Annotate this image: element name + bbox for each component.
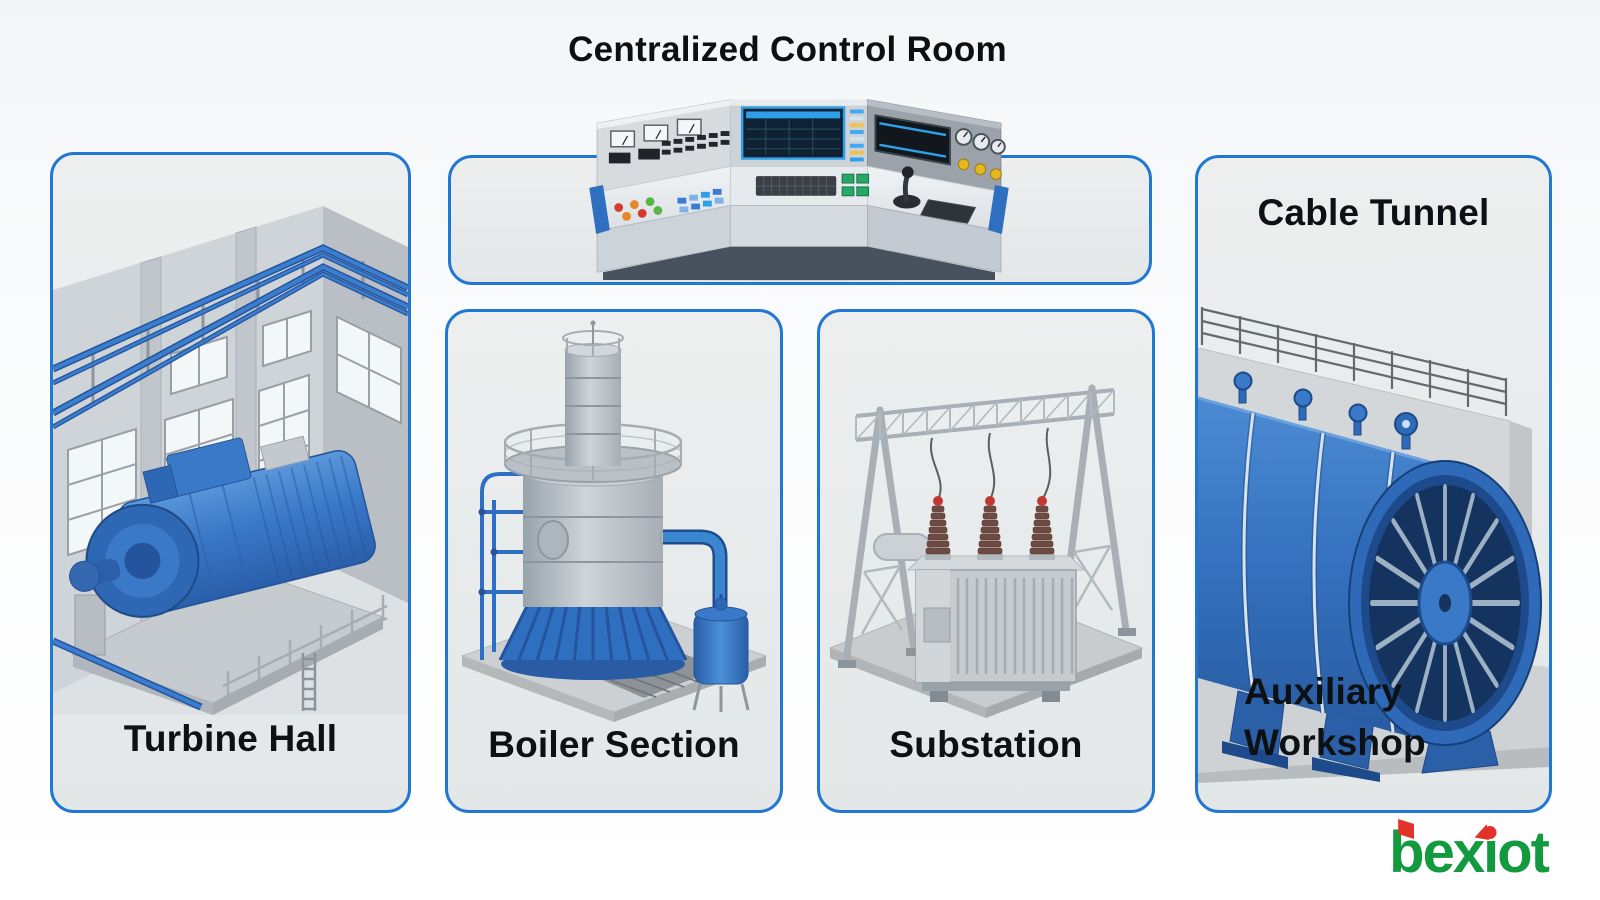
brand-dot-accent-icon xyxy=(1483,826,1497,839)
substation-illustration xyxy=(828,384,1144,718)
panel-cable-tunnel: Cable Tunnel Auxiliary Workshop xyxy=(1195,155,1552,813)
turbine-hall-illustration xyxy=(53,206,408,715)
page-title: Centralized Control Room xyxy=(568,30,1007,69)
boiler-section-label: Boiler Section xyxy=(488,724,740,765)
tunnel-fan-illustration xyxy=(1198,307,1549,783)
brand-flag-accent-icon xyxy=(1398,819,1415,839)
brand-letter: t xyxy=(1530,820,1550,885)
substation-label: Substation xyxy=(889,724,1083,765)
brand-letter: e xyxy=(1422,820,1455,885)
brand-letter: o xyxy=(1497,820,1532,885)
panel-turbine-hall: Turbine Hall xyxy=(50,152,411,813)
auxiliary-workshop-label: Auxiliary Workshop xyxy=(1244,670,1426,763)
control-console-illustration xyxy=(589,99,1009,282)
brand-letter: x xyxy=(1452,820,1485,885)
turbine-hall-label: Turbine Hall xyxy=(123,718,338,759)
cable-tunnel-label: Cable Tunnel xyxy=(1257,192,1490,233)
panel-boiler-section: Boiler Section xyxy=(445,309,783,813)
boiler-section-illustration xyxy=(460,320,768,722)
panel-substation: Substation xyxy=(817,309,1155,813)
